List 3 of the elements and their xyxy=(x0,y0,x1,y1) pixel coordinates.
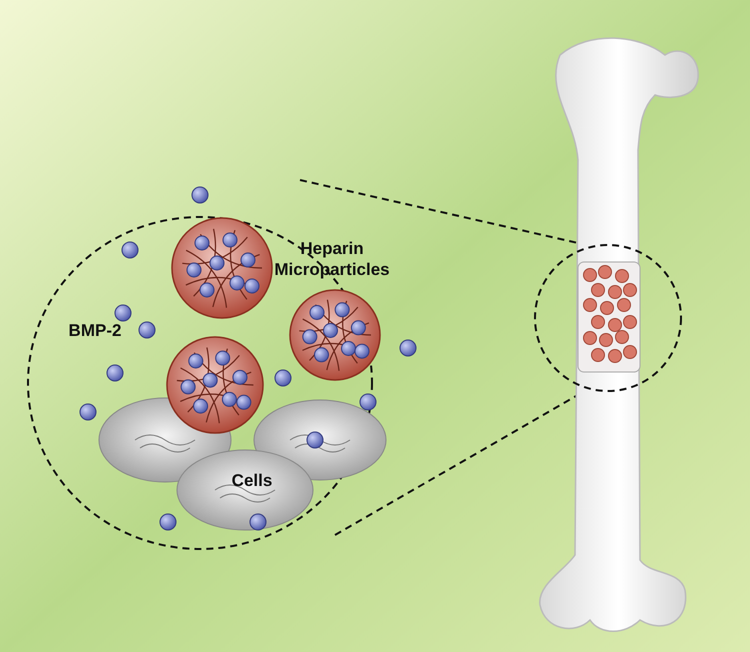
protein-label: BMP-2 xyxy=(68,320,122,341)
cell-label: Cells xyxy=(230,470,274,491)
particle-label: Heparin Microparticles xyxy=(273,238,391,280)
